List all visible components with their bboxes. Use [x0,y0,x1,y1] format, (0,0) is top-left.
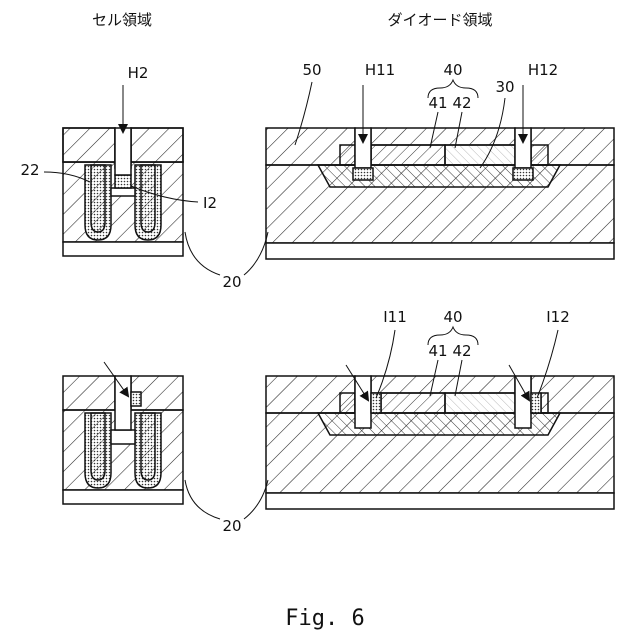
label-i11: I11 [383,308,407,326]
label-h11: H11 [365,61,395,79]
cell-region-bottom [63,362,183,504]
cell-bottom-trench-right [135,413,161,488]
cell-top-trench-left [85,165,111,240]
label-i2: I2 [203,194,217,212]
cell-top-base-layer [63,242,183,256]
label-41: 41 [428,94,447,112]
label-50: 50 [302,61,321,79]
diode-region-bottom [266,365,614,509]
diode-bottom-base-layer [266,493,614,509]
label-h12: H12 [528,61,558,79]
leader-20-top-diode [244,232,268,275]
label-41-bottom: 41 [428,342,447,360]
cell-region-header: セル領域 [92,11,152,29]
cell-top-layer-50-right [131,128,183,162]
label-40: 40 [443,61,462,79]
diode-top-layer-41 [371,145,445,165]
label-i12: I12 [546,308,570,326]
cell-bottom-trench-left [85,413,111,488]
label-40-bottom: 40 [443,308,462,326]
leader-20-top-cell [185,232,220,275]
cell-top-trench-right [135,165,161,240]
diode-top-base-layer [266,243,614,259]
diode-bottom-layer-41 [381,393,445,413]
cell-bottom-implant [131,392,141,406]
figure-caption: Fig. 6 [285,606,364,631]
cell-bottom-base-layer [63,490,183,504]
cell-top-hole-H2 [115,128,131,175]
cell-bottom-hole [115,376,131,430]
cell-bottom-plug-base [111,430,135,444]
cell-region-top [63,85,183,256]
diode-top-contact-H12 [513,168,533,180]
diode-top-contact-H11 [353,168,373,180]
label-20-bottom: 20 [222,517,241,535]
diode-bottom-layer-50-middle [371,376,515,393]
diode-top-layer-50-middle [371,128,515,145]
cell-bottom-layer-50-left [63,376,115,410]
label-20-top: 20 [222,273,241,291]
label-42-bottom: 42 [452,342,471,360]
diode-bottom-implant-I11 [371,393,381,413]
diode-region-header: ダイオード領域 [387,11,492,29]
leader-20-bottom-diode [244,480,268,519]
label-30: 30 [495,78,514,96]
cell-top-layer-50-left [63,128,115,162]
diode-bottom-hole-right [515,376,531,428]
diode-bottom-implant-I12 [531,393,541,413]
label-42: 42 [452,94,471,112]
label-h2: H2 [128,64,149,82]
cell-top-contact-I2 [115,175,131,188]
leader-20-bottom-cell [185,480,220,519]
label-22: 22 [20,161,39,179]
cell-top-plug-base [111,188,135,196]
